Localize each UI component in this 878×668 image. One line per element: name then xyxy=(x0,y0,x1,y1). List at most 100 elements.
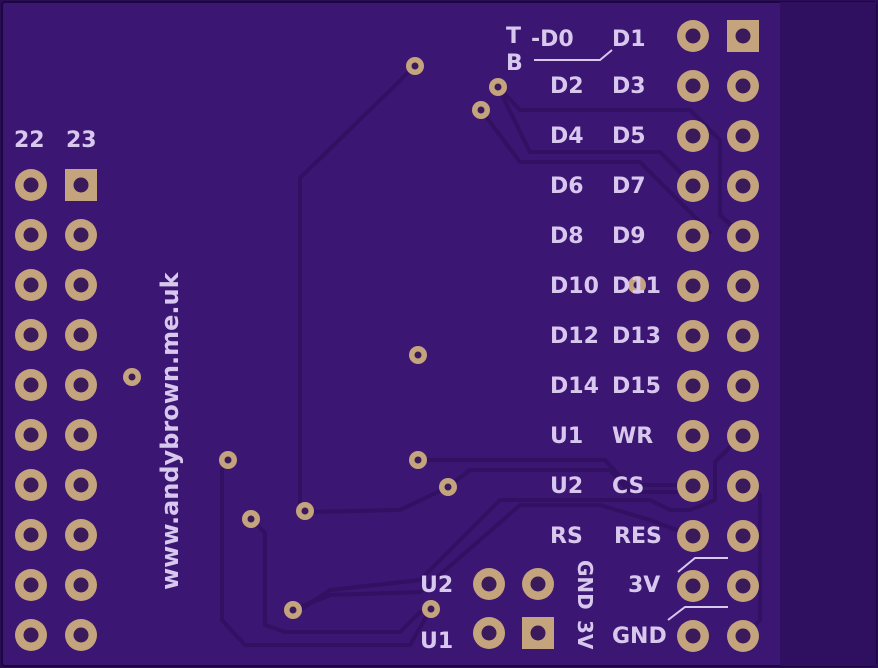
left-header-pad xyxy=(15,569,47,601)
via xyxy=(123,368,141,386)
left-header-pad xyxy=(15,419,47,451)
via xyxy=(409,346,427,364)
top-mark-b: B xyxy=(506,51,523,76)
right-header-pad xyxy=(677,320,709,352)
left-header-pad xyxy=(15,169,47,201)
pin-label-right: D15 xyxy=(612,374,661,399)
left-header-pad xyxy=(15,219,47,251)
right-header-pad xyxy=(677,470,709,502)
right-header-pad xyxy=(727,270,759,302)
left-header-pad xyxy=(15,269,47,301)
pin-label-right: D7 xyxy=(612,174,646,199)
small-header-pad xyxy=(522,568,554,600)
right-header-pad xyxy=(677,170,709,202)
power-label-3v: 3V xyxy=(628,573,660,598)
right-header-pad xyxy=(677,120,709,152)
small-header-pad xyxy=(473,617,505,649)
right-header-pad xyxy=(677,620,709,652)
pin-label-left: D2 xyxy=(550,74,584,99)
left-header-pad xyxy=(65,319,97,351)
small-header-vertical-gnd: GND xyxy=(573,560,597,610)
left-header-pad xyxy=(65,569,97,601)
left-header-pad xyxy=(65,469,97,501)
pin-label-left: U1 xyxy=(550,424,583,449)
via xyxy=(489,78,507,96)
via xyxy=(284,601,302,619)
traces xyxy=(220,64,762,647)
top-mark-d0: -D0 xyxy=(531,27,574,52)
pin-label-left: D10 xyxy=(550,274,599,299)
right-header-pad xyxy=(727,520,759,552)
right-header-pad-square xyxy=(727,20,759,52)
board-right-edge xyxy=(780,2,876,666)
right-header-pad xyxy=(727,420,759,452)
top-mark-d1: D1 xyxy=(612,27,646,52)
website-text: www.andybrown.me.uk xyxy=(156,271,184,590)
pin-label-left: D14 xyxy=(550,374,599,399)
small-header-label-u1: U1 xyxy=(420,629,453,654)
right-header-pad xyxy=(727,170,759,202)
via xyxy=(242,510,260,528)
right-header-pad xyxy=(677,520,709,552)
right-header-pad xyxy=(727,370,759,402)
pin-label-left: D8 xyxy=(550,224,584,249)
power-label-gnd: GND xyxy=(612,624,667,649)
left-header-label-22: 22 xyxy=(14,128,45,153)
via xyxy=(422,600,440,618)
right-header-pad xyxy=(677,570,709,602)
right-header-pad xyxy=(677,220,709,252)
left-header-pad xyxy=(65,619,97,651)
small-header xyxy=(473,568,554,649)
pin-label-right: CS xyxy=(612,474,644,499)
via xyxy=(472,101,490,119)
left-header-pad xyxy=(65,369,97,401)
small-header-label-u2: U2 xyxy=(420,573,453,598)
pin-label-left: D6 xyxy=(550,174,584,199)
left-header-pad xyxy=(15,319,47,351)
top-mark-t: T xyxy=(506,24,521,49)
left-header-pad xyxy=(15,619,47,651)
left-header-pad xyxy=(65,219,97,251)
right-header-pad xyxy=(727,570,759,602)
left-header-pad xyxy=(65,519,97,551)
right-header-pad xyxy=(727,220,759,252)
left-header-label-23: 23 xyxy=(66,128,97,153)
via xyxy=(409,451,427,469)
left-header-pad xyxy=(15,469,47,501)
left-header-pad xyxy=(15,519,47,551)
right-header-pad xyxy=(677,70,709,102)
pin-label-left: D4 xyxy=(550,124,584,149)
via xyxy=(219,451,237,469)
pin-label-left: RS xyxy=(550,524,583,549)
small-header-pad xyxy=(473,568,505,600)
pin-label-left: D12 xyxy=(550,324,599,349)
pin-label-right: RES xyxy=(614,524,662,549)
via xyxy=(628,276,646,294)
pin-label-right: D3 xyxy=(612,74,646,99)
small-header-vertical-3v: 3V xyxy=(573,620,597,650)
right-header-pad xyxy=(727,470,759,502)
right-header-pad xyxy=(677,420,709,452)
left-header-pad xyxy=(65,419,97,451)
pin-label-right: D13 xyxy=(612,324,661,349)
left-header-pad-square xyxy=(65,169,97,201)
small-header-pad-square xyxy=(522,617,554,649)
right-header-pad xyxy=(677,370,709,402)
right-header-pad xyxy=(727,620,759,652)
right-header-pad xyxy=(727,120,759,152)
pin-label-left: U2 xyxy=(550,474,583,499)
pin-label-right: D11 xyxy=(612,274,661,299)
right-header xyxy=(677,20,759,652)
pin-label-right: WR xyxy=(612,424,653,449)
via xyxy=(406,57,424,75)
left-header-pad xyxy=(15,369,47,401)
left-header-pad xyxy=(65,269,97,301)
pin-label-right: D5 xyxy=(612,124,646,149)
vias xyxy=(123,57,646,619)
via xyxy=(439,478,457,496)
via xyxy=(296,502,314,520)
silk-lines xyxy=(534,49,728,621)
right-header-pad xyxy=(677,20,709,52)
